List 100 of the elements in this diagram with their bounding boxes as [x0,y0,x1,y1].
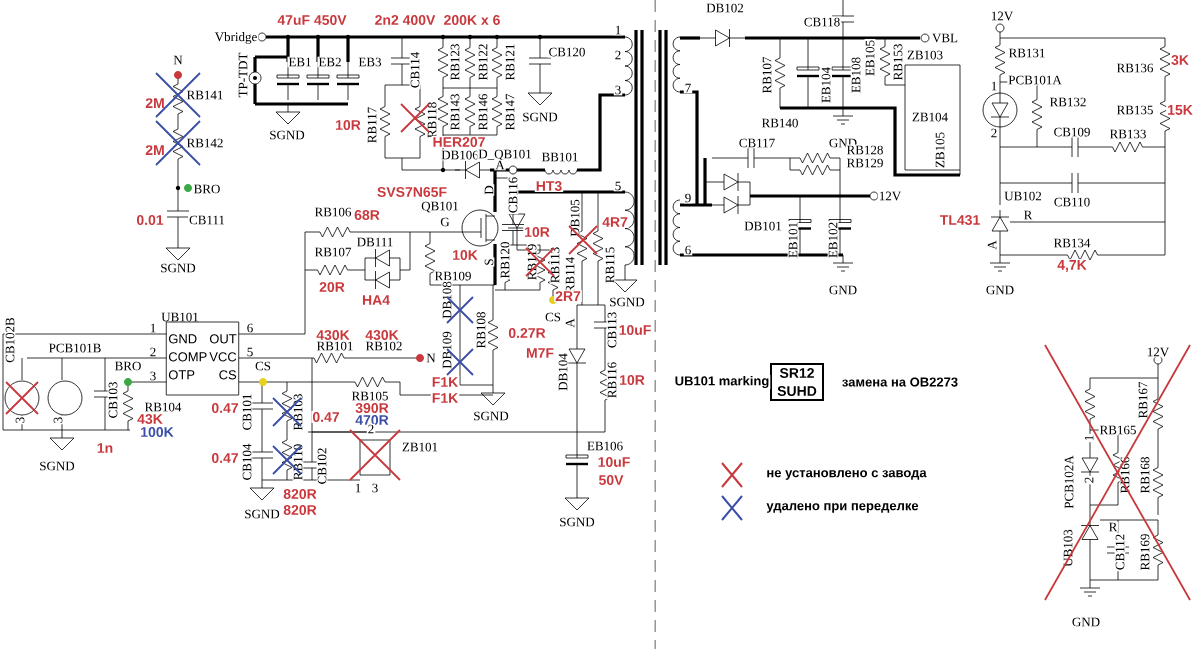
component-label: PCB101B [47,342,103,354]
component-label: CB112 [1114,532,1126,572]
value-label: 0.47 [311,411,341,423]
value-label: 10R [523,226,551,238]
component-label: RB101 [315,340,355,352]
component-label: RB165 [1098,424,1138,436]
component-label: RB153 [892,42,904,82]
net-label: N [425,352,437,364]
pin-number: 2 [150,347,156,357]
component-label: RB136 [1115,62,1155,74]
pin-number: 6 [247,323,253,333]
pin-number: R [1022,209,1034,221]
component-label: CB102B [4,316,16,364]
pin-number: 1 [353,482,363,494]
note-text: замена на OB2273 [840,376,960,388]
component-label: BB101 [540,151,580,163]
component-label: CB120 [547,46,587,58]
pin-number: 1 [989,80,999,92]
value-label: 10K [451,249,479,261]
component-label: DB109 [441,330,453,370]
component-label: UB102 [1003,190,1043,202]
value-label: 47uF 450V [276,14,348,26]
value-label: 200K x 6 [442,14,502,26]
component-label: RB120 [499,240,511,280]
component-label: DB102 [705,2,745,14]
component-label: RB141 [185,89,225,101]
value-label: 0.47 [210,452,240,464]
component-label: EB105 [864,38,876,78]
value-label: 43K [136,413,164,425]
value-label: 2n2 400V [373,14,437,26]
component-label: RB147 [504,92,516,132]
value-label: 0.27R [507,327,547,339]
net-label: CS [254,360,272,372]
marking-box: SR12 SUHD [770,363,824,401]
component-label: RB104 [143,401,183,413]
pin-number: 3 [150,371,156,381]
pin-number: 1 [613,24,623,36]
net-label: GND [827,284,859,296]
component-label: RB167 [1137,380,1149,420]
component-label: EB102 [827,220,839,260]
component-label: CB110 [1052,196,1092,208]
pin-number: S [483,257,495,267]
pin-number: 1 [150,323,156,333]
value-label: 4,7K [1056,259,1088,273]
component-label: RB168 [1139,455,1151,495]
component-label: RB122 [477,42,489,82]
component-label: RB107 [313,246,353,258]
value-label: 3K [1170,54,1190,66]
component-label: RB129 [845,157,885,169]
component-label: DB101 [743,220,783,232]
component-label: EB104 [820,65,832,105]
component-label: ZB104 [910,111,950,123]
component-label: CB101 [241,392,253,432]
component-label: CB102 [316,446,328,486]
value-label: HT3 [534,180,564,192]
component-label: CB113 [606,310,618,350]
pin-number: 3 [14,415,26,425]
value-label: 0.01 [135,214,165,226]
value-label: 390R [354,402,390,414]
pin-number: D [483,184,495,196]
value-label: 430K [315,329,351,341]
pin-number: 3 [613,84,623,96]
component-label: RB103 [292,392,304,432]
pin-number: 7 [683,82,693,94]
net-label: N [172,54,184,66]
value-label: M7F [525,347,555,359]
component-label: EB2 [317,56,343,68]
component-label: ZB105 [934,130,946,170]
value-label: 820R [282,488,318,500]
component-label: CB114 [409,50,421,90]
net-label: BRO [113,360,143,372]
component-label: RB133 [1108,128,1148,140]
component-label: RB146 [477,92,489,132]
component-label: CB118 [802,16,842,28]
component-label: DB105 [569,198,581,238]
legend-text: удалено при переделке [766,503,919,513]
component-label: RB119 [526,242,538,282]
component-label: RB143 [449,92,461,132]
replacement-value-label: 470R [354,414,390,426]
value-label: 1n [95,442,115,454]
value-label: 2M [144,97,166,109]
value-label: 10R [618,374,646,386]
component-label: QB101 [420,200,460,214]
net-label: SGND [243,508,281,520]
component-label: CB117 [737,137,777,149]
value-label: HER207 [431,136,487,148]
component-label: RB123 [449,42,461,82]
component-label: RB121 [504,42,516,82]
component-label: RB116 [606,360,618,400]
component-label: DB104 [557,352,569,392]
value-label: F1K [430,392,460,404]
pin-number: 3 [52,415,64,425]
component-label: RB142 [185,137,225,149]
value-label: 2M [144,144,166,156]
component-label: EB1 [287,56,313,68]
legend-text: не установлено с завода [767,470,927,480]
replacement-value-label: 100K [139,426,175,438]
pin-number: A [564,317,576,329]
value-label: TL431 [938,214,982,226]
pin-number: R [1107,521,1119,533]
